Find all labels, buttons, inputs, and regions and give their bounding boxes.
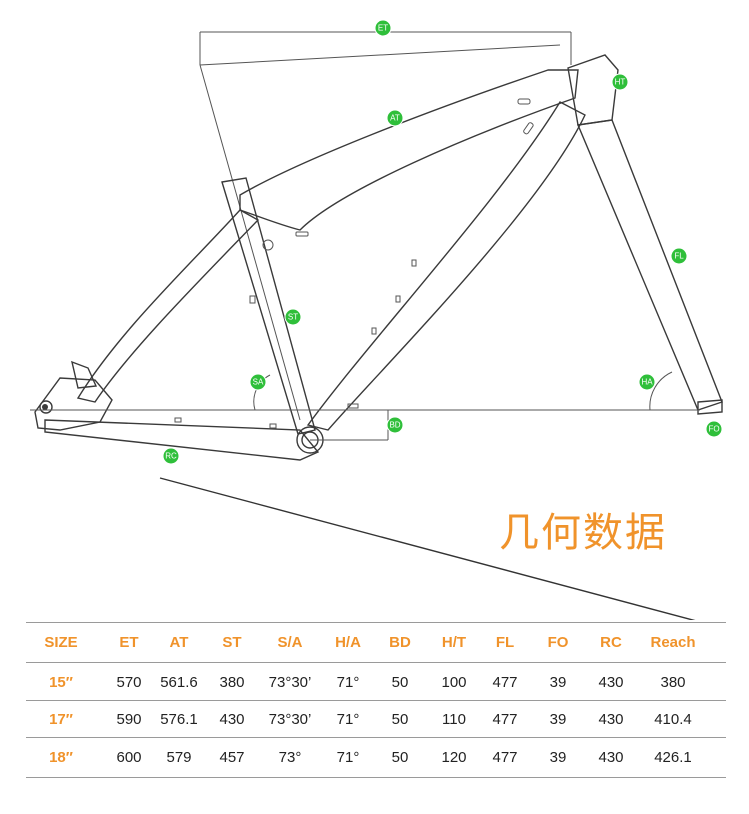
table-cell: 561.6	[160, 674, 198, 691]
header-cell: RC	[600, 634, 622, 651]
table-row: 18″ 600 579 457 73° 71° 50 120 477 39 43…	[26, 740, 726, 776]
head-tube-and-fork	[567, 54, 723, 415]
table-cell: 39	[549, 711, 567, 728]
header-cell: S/A	[277, 634, 303, 651]
table-cell: 73°	[278, 749, 302, 766]
table-cell: 73°30’	[268, 674, 312, 691]
table-cell: 430	[598, 749, 624, 766]
seat-tube	[221, 177, 316, 435]
chain-stay	[44, 419, 320, 461]
table-cell: 410.4	[654, 711, 692, 728]
at-tag: AT	[386, 109, 404, 127]
table-cell: 120	[441, 749, 467, 766]
table-header-row: SIZE ET AT ST S/A H/A BD H/T FL FO RC Re…	[26, 625, 726, 661]
top-tube	[239, 69, 579, 231]
svg-text:BD: BD	[389, 421, 400, 430]
seat-tube-guide-line	[199, 64, 301, 421]
table-cell: 50	[391, 674, 409, 691]
svg-text:FO: FO	[708, 425, 719, 434]
svg-text:RC: RC	[165, 452, 177, 461]
table-cell: 477	[492, 711, 518, 728]
down-tube	[306, 101, 586, 431]
table-cell: 71°	[336, 711, 360, 728]
header-cell: FL	[495, 634, 515, 651]
table-cell: 477	[492, 749, 518, 766]
table-cell: 380	[219, 674, 245, 691]
table-cell: 50	[391, 711, 409, 728]
header-cell: ET	[119, 634, 139, 651]
table-cell: 71°	[336, 749, 360, 766]
table-cell: 39	[549, 674, 567, 691]
table-cell: 73°30’	[268, 711, 312, 728]
rc-tag: RC	[162, 447, 180, 465]
table-cell: 590	[116, 711, 142, 728]
size-cell: 15″	[49, 674, 73, 691]
seat-stay	[76, 209, 260, 403]
header-cell: AT	[169, 634, 189, 651]
ht-tag: HT	[611, 73, 629, 91]
size-cell: 17″	[49, 711, 73, 728]
table-cell: 430	[598, 674, 624, 691]
et-dimension	[199, 31, 572, 66]
header-cell: H/T	[441, 634, 467, 651]
table-cell: 579	[166, 749, 192, 766]
fo-tag: FO	[705, 420, 723, 438]
table-divider	[26, 700, 726, 701]
table-cell: 50	[391, 749, 409, 766]
table-cell: 100	[441, 674, 467, 691]
st-tag: ST	[284, 308, 302, 326]
svg-text:HT: HT	[615, 78, 626, 87]
cable-guides	[174, 98, 534, 429]
table-cell: 600	[116, 749, 142, 766]
header-cell: SIZE	[44, 634, 78, 651]
svg-text:FL: FL	[674, 252, 684, 261]
size-cell: 18″	[49, 749, 73, 766]
header-cell: BD	[389, 634, 411, 651]
table-cell: 380	[660, 674, 686, 691]
table-cell: 71°	[336, 674, 360, 691]
svg-text:HA: HA	[641, 378, 653, 387]
table-divider	[26, 737, 726, 738]
table-cell: 426.1	[654, 749, 692, 766]
sa-tag: SA	[249, 373, 267, 391]
et-tag: ET	[374, 19, 392, 37]
table-cell: 430	[219, 711, 245, 728]
bd-tag: BD	[386, 416, 404, 434]
svg-text:ST: ST	[288, 313, 298, 322]
horizontal-reference	[30, 409, 700, 441]
table-row: 17″ 590 576.1 430 73°30’ 71° 50 110 477 …	[26, 702, 726, 738]
table-cell: 570	[116, 674, 142, 691]
rear-dropout	[34, 360, 113, 431]
header-cell: FO	[547, 634, 569, 651]
table-cell: 39	[549, 749, 567, 766]
header-cell: H/A	[335, 634, 361, 651]
svg-text:AT: AT	[390, 114, 400, 123]
ha-tag: HA	[638, 373, 656, 391]
diagonal-separator	[159, 477, 696, 620]
table-cell: 477	[492, 674, 518, 691]
table-bottom-border	[26, 777, 726, 778]
svg-text:ET: ET	[378, 24, 388, 33]
svg-text:SA: SA	[253, 378, 264, 387]
table-cell: 576.1	[160, 711, 198, 728]
head-angle-arc	[649, 371, 673, 411]
table-top-border	[26, 622, 726, 623]
table-cell: 430	[598, 711, 624, 728]
table-cell: 457	[219, 749, 245, 766]
header-cell: Reach	[650, 634, 696, 651]
table-row: 15″ 570 561.6 380 73°30’ 71° 50 100 477 …	[26, 665, 726, 701]
table-divider	[26, 662, 726, 663]
geometry-title: 几何数据	[499, 510, 667, 556]
table-cell: 110	[442, 711, 466, 728]
fl-tag: FL	[670, 247, 688, 265]
header-cell: ST	[222, 634, 242, 651]
frame-geometry-diagram: ET HT AT FL ST SA HA BD FO RC	[30, 19, 723, 620]
